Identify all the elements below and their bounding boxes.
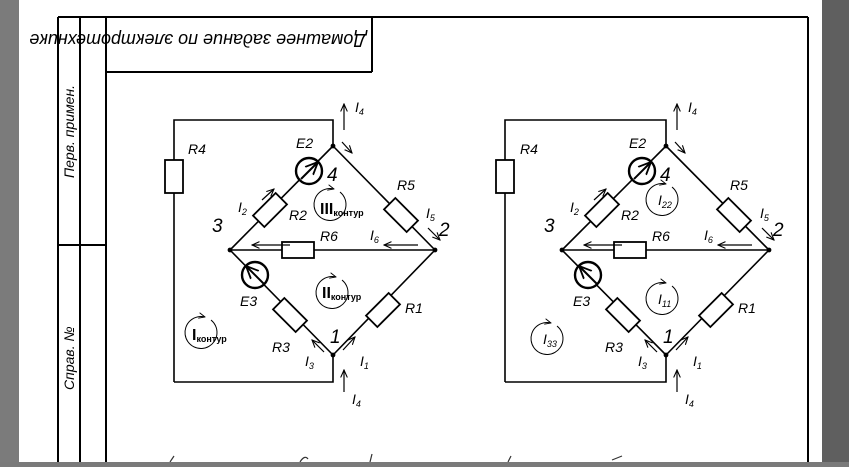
resistor-r5 [382,196,420,234]
label-node-1: 1 [330,327,341,348]
label-i6: I6 [704,227,713,245]
paper [19,0,822,462]
side-label-sprav: Справ. № [61,326,77,390]
label-i3: I3 [638,353,647,371]
label-node-2: 2 [438,220,450,241]
label-i5: I5 [760,205,770,223]
arrow-i1 [675,337,688,351]
label-i4-top: I4 [355,99,364,117]
node-dot-1 [663,352,669,358]
node-dot-1 [330,352,336,358]
label-node-3: 3 [544,216,555,237]
label-loop-2: IIконтур [322,285,362,302]
arrow-i1 [342,337,355,351]
label-loop-3: IIIконтур [320,201,364,218]
arrow-i3 [645,340,658,353]
label-r6: R6 [320,228,338,244]
source-e3 [240,260,270,290]
label-r5: R5 [397,177,415,193]
resistor-r6 [613,241,647,259]
node-dot-4 [663,143,669,149]
node-dot-2 [432,247,438,253]
label-e2: E2 [296,135,313,151]
resistor-r2 [583,191,621,229]
label-node-4: 4 [660,165,671,186]
arrow-e2-branch [674,141,685,153]
arrow-i5 [427,227,440,240]
label-i2: I2 [238,199,247,217]
label-i3: I3 [305,353,314,371]
label-r1: R1 [405,300,423,316]
node-dot-2 [766,247,772,253]
arrow-i2 [593,189,606,201]
title-block: Домашнее задание по электротехнике [29,30,368,50]
arrow-i2 [261,189,274,201]
label-i1: I1 [693,353,702,371]
resistor-r4 [495,159,515,194]
label-node-3: 3 [212,216,223,237]
loop-22-circle [645,183,679,216]
label-node-2: 2 [772,220,784,241]
loop-11-circle [645,282,679,315]
label-loop-22: I22 [658,192,672,210]
arrow-e2-branch [341,141,352,153]
label-i4-bottom: I4 [352,391,361,409]
label-e2: E2 [629,135,646,151]
label-node-4: 4 [327,165,338,186]
source-e2 [294,156,324,186]
loop-1-circle [184,316,218,349]
label-r1: R1 [738,300,756,316]
label-r6: R6 [652,228,670,244]
label-r4: R4 [520,141,538,157]
label-loop-11: I11 [658,291,671,309]
label-r3: R3 [272,339,290,355]
label-i6: I6 [370,227,379,245]
label-r2: R2 [289,207,307,223]
source-e2 [627,156,657,186]
label-r4: R4 [188,141,206,157]
label-i4-top: I4 [688,99,697,117]
resistor-r1 [697,291,735,329]
resistor-r4 [164,159,184,194]
loop-33-circle [530,322,564,355]
node-dot-3 [227,247,233,253]
node-dot-3 [559,247,565,253]
resistor-r6 [281,241,315,259]
resistor-r2 [251,191,289,229]
label-r5: R5 [730,177,748,193]
label-i5: I5 [426,205,436,223]
label-r2: R2 [621,207,639,223]
cut-off-text-fragments [169,453,623,463]
label-e3: E3 [573,293,590,309]
right-circuit: R4 R2 R5 R6 R1 R3 E2 E3 4 3 2 1 I4 I2 I5… [495,99,784,409]
label-loop-1: Iконтур [192,327,227,344]
label-i2: I2 [570,199,579,217]
resistor-r3 [271,296,309,334]
left-circuit: R4 R2 R5 R6 R1 R3 E2 E3 4 3 2 1 I4 I2 I5… [164,99,450,409]
sheet-title: Домашнее задание по электротехнике [29,30,368,50]
label-node-1: 1 [663,327,674,348]
node-dot-4 [330,143,336,149]
label-i1: I1 [360,353,369,371]
label-r3: R3 [605,339,623,355]
resistor-r5 [715,196,753,234]
resistor-r1 [364,291,402,329]
arrow-i3 [312,340,325,353]
side-label-perv: Перв. примен. [61,85,77,178]
label-i4-bottom: I4 [685,391,694,409]
label-loop-33: I33 [543,331,557,349]
resistor-r3 [604,296,642,334]
drawing-frame [57,16,809,462]
loop-2-circle [315,276,349,309]
label-e3: E3 [240,293,257,309]
source-e3 [573,260,603,290]
loop-3-circle [313,188,347,221]
arrow-i5 [761,227,774,240]
